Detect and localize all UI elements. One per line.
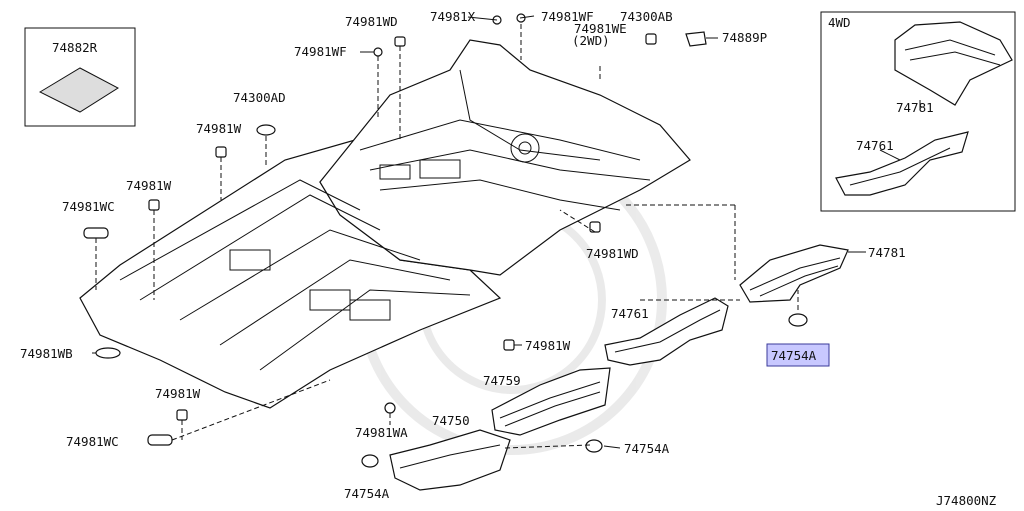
label-74981W-1[interactable]: 74981W bbox=[196, 121, 242, 136]
label-74981W-2[interactable]: 74981W bbox=[126, 178, 172, 193]
floor-panel bbox=[79, 39, 691, 409]
label-4WD: 4WD bbox=[828, 15, 851, 30]
label-74759[interactable]: 74759 bbox=[483, 373, 521, 388]
label-74754A-bottom[interactable]: 74754A bbox=[344, 486, 390, 501]
label-74981WC-2[interactable]: 74981WC bbox=[66, 434, 119, 449]
label-74981WF-left[interactable]: 74981WF bbox=[294, 44, 347, 59]
label-74981W-3[interactable]: 74981W bbox=[155, 386, 201, 401]
label-74781-inset[interactable]: 74781 bbox=[896, 100, 934, 115]
label-74882R[interactable]: 74882R bbox=[52, 40, 98, 55]
label-74981WD-top[interactable]: 74981WD bbox=[345, 14, 398, 29]
heat-shields bbox=[389, 244, 849, 491]
label-74981WD-mid[interactable]: 74981WD bbox=[586, 246, 639, 261]
labels: 74981WD 74981X 74981WF 74981WE (2WD) 743… bbox=[20, 9, 997, 508]
highlight-box bbox=[766, 343, 830, 367]
label-74981WE[interactable]: 74981WE bbox=[574, 21, 627, 36]
label-74300AB[interactable]: 74300AB bbox=[620, 9, 673, 24]
label-74781-main[interactable]: 74781 bbox=[868, 245, 906, 260]
label-74981WF-top[interactable]: 74981WF bbox=[541, 9, 594, 24]
label-74750[interactable]: 74750 bbox=[432, 413, 470, 428]
diagram-reference-code: J74800NZ bbox=[936, 493, 997, 508]
leader-lines bbox=[95, 24, 799, 449]
label-74981WC-1[interactable]: 74981WC bbox=[62, 199, 115, 214]
label-74761-inset[interactable]: 74761 bbox=[856, 138, 894, 153]
label-74761-main[interactable]: 74761 bbox=[611, 306, 649, 321]
clips bbox=[83, 13, 808, 468]
label-74889P[interactable]: 74889P bbox=[722, 30, 767, 45]
label-74754A-highlighted[interactable]: 74754A bbox=[771, 348, 817, 363]
label-2WD: (2WD) bbox=[572, 33, 610, 48]
label-74300AD[interactable]: 74300AD bbox=[233, 90, 286, 105]
label-74754A-mid[interactable]: 74754A bbox=[624, 441, 670, 456]
solid-leaders bbox=[92, 15, 866, 449]
mat-part-box: 74882R bbox=[24, 27, 136, 127]
label-74981WB[interactable]: 74981WB bbox=[20, 346, 73, 361]
label-74981W-mid[interactable]: 74981W bbox=[525, 338, 571, 353]
label-74981WA[interactable]: 74981WA bbox=[355, 425, 408, 440]
label-74981X[interactable]: 74981X bbox=[430, 9, 476, 24]
inset-4wd bbox=[820, 11, 1016, 212]
